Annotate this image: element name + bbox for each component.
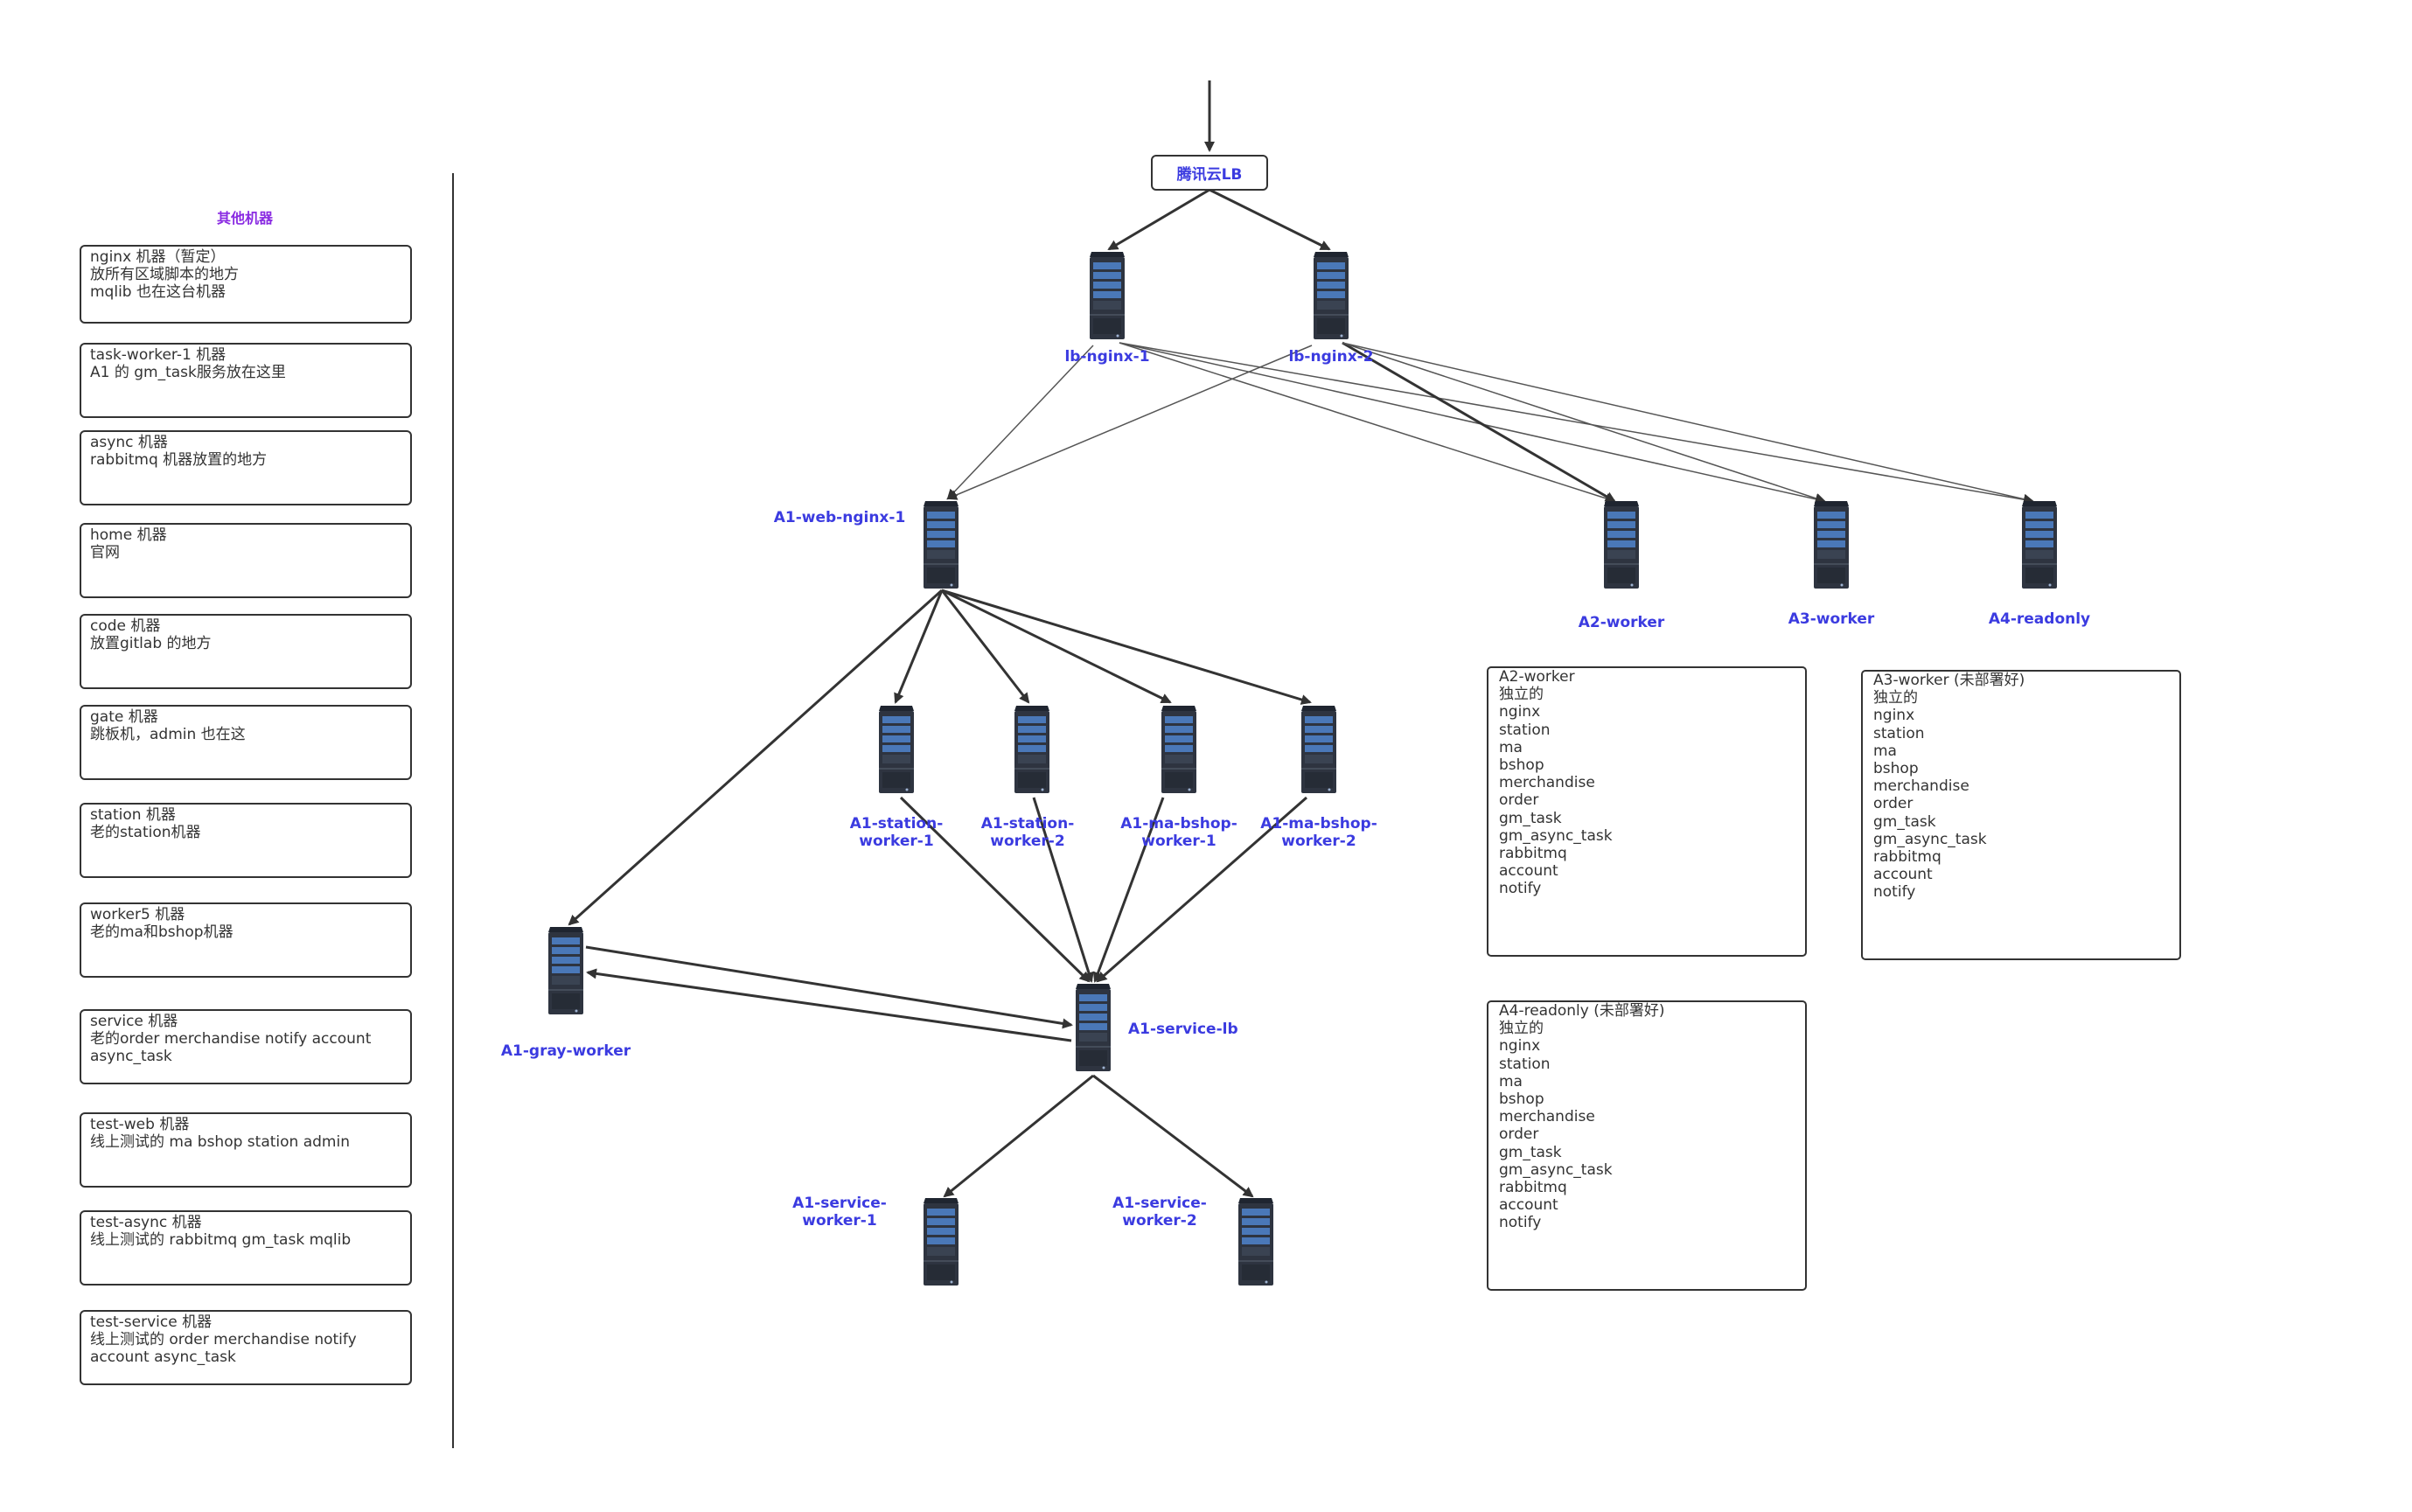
label-a1-service-worker-2: A1-service- worker-2 — [1112, 1195, 1207, 1230]
label-lb-nginx-1: lb-nginx-1 — [1064, 348, 1150, 366]
server-icon-a1-service-lb[interactable] — [1074, 984, 1112, 1073]
server-icon-lb-nginx-2[interactable] — [1312, 252, 1350, 341]
label-a1-ma-bshop-worker-1: A1-ma-bshop- worker-1 — [1120, 815, 1237, 850]
label-lb-nginx-2: lb-nginx-2 — [1288, 348, 1374, 366]
server-icon-a1-station-worker-1[interactable] — [877, 706, 916, 795]
note-station-machine[interactable]: station 机器 老的station机器 — [80, 803, 412, 878]
note-home-machine[interactable]: home 机器 官网 — [80, 523, 412, 598]
link-nginx1-a3 — [1119, 342, 1826, 505]
note-code-machine[interactable]: code 机器 放置gitlab 的地方 — [80, 614, 412, 689]
note-task-worker-1-machine[interactable]: task-worker-1 机器 A1 的 gm_task服务放在这里 — [80, 343, 412, 418]
panel-divider — [452, 173, 454, 1448]
link-web-gray — [568, 589, 944, 926]
link-svc-gray — [586, 968, 1072, 1042]
side-panel-title: 其他机器 — [216, 210, 273, 226]
link-station2-svc — [1032, 797, 1094, 983]
server-icon-a1-gray-worker[interactable] — [547, 927, 585, 1016]
link-lb-to-nginx2 — [1209, 188, 1331, 251]
server-icon-a1-ma-bshop-worker-1[interactable] — [1160, 706, 1198, 795]
tencent-cloud-lb[interactable]: 腾讯云LB — [1151, 155, 1268, 191]
label-a2-worker: A2-worker — [1578, 614, 1665, 631]
link-lb-to-nginx1 — [1107, 188, 1210, 251]
server-icon-a1-service-worker-1[interactable] — [922, 1198, 960, 1287]
label-a1-station-worker-1: A1-station- worker-1 — [849, 815, 944, 850]
server-icon-a1-ma-bshop-worker-2[interactable] — [1300, 706, 1338, 795]
info-box-a3-worker: A3-worker (未部署好) 独立的 nginx station ma bs… — [1861, 670, 2181, 960]
label-a1-service-lb: A1-service-lb — [1128, 1021, 1238, 1038]
server-icon-a2-worker[interactable] — [1602, 501, 1641, 590]
note-test-web-machine[interactable]: test-web 机器 线上测试的 ma bshop station admin — [80, 1112, 412, 1188]
link-nginx2-a2 — [1342, 341, 1616, 503]
link-web-station2 — [940, 589, 1030, 704]
label-a4-readonly: A4-readonly — [1988, 610, 2091, 628]
label-a1-web-nginx-1: A1-web-nginx-1 — [773, 509, 906, 526]
link-mabshop1-svc — [1092, 797, 1165, 983]
server-icon-a1-service-worker-2[interactable] — [1237, 1198, 1275, 1287]
link-nginx1-a4 — [1119, 342, 2034, 505]
server-icon-a1-web-nginx-1[interactable] — [922, 501, 960, 590]
note-test-service-machine[interactable]: test-service 机器 线上测试的 order merchandise … — [80, 1310, 412, 1385]
info-box-a4-readonly: A4-readonly (未部署好) 独立的 nginx station ma … — [1487, 1000, 1807, 1291]
note-test-async-machine[interactable]: test-async 机器 线上测试的 rabbitmq gm_task mql… — [80, 1210, 412, 1286]
link-nginx2-web — [946, 345, 1313, 500]
link-web-mabshop2 — [941, 589, 1312, 705]
link-gray-svc — [585, 945, 1073, 1029]
link-svc-worker2 — [1092, 1074, 1254, 1198]
note-service-machine[interactable]: service 机器 老的order merchandise notify ac… — [80, 1009, 412, 1084]
label-a1-service-worker-1: A1-service- worker-1 — [792, 1195, 887, 1230]
link-nginx1-web — [946, 345, 1094, 500]
link-nginx1-a2 — [1119, 342, 1616, 504]
link-nginx2-a4 — [1342, 342, 2034, 505]
label-a1-ma-bshop-worker-2: A1-ma-bshop- worker-2 — [1260, 815, 1377, 850]
link-nginx2-a3 — [1342, 342, 1826, 504]
link-mabshop2-svc — [1096, 796, 1307, 983]
label-a1-station-worker-2: A1-station- worker-2 — [980, 815, 1075, 850]
link-web-station1 — [894, 589, 944, 704]
server-icon-a1-station-worker-2[interactable] — [1013, 706, 1051, 795]
label-a1-gray-worker: A1-gray-worker — [500, 1042, 631, 1060]
label-a3-worker: A3-worker — [1788, 610, 1875, 628]
link-station1-svc — [899, 796, 1091, 983]
server-icon-a3-worker[interactable] — [1812, 501, 1851, 590]
note-async-machine[interactable]: async 机器 rabbitmq 机器放置的地方 — [80, 430, 412, 505]
link-svc-worker1 — [943, 1074, 1094, 1198]
note-worker5-machine[interactable]: worker5 机器 老的ma和bshop机器 — [80, 902, 412, 978]
note-gate-machine[interactable]: gate 机器 跳板机，admin 也在这 — [80, 705, 412, 780]
server-icon-a4-readonly[interactable] — [2020, 501, 2059, 590]
info-box-a2-worker: A2-worker 独立的 nginx station ma bshop mer… — [1487, 666, 1807, 957]
server-icon-lb-nginx-1[interactable] — [1088, 252, 1126, 341]
link-web-mabshop1 — [941, 589, 1172, 704]
note-nginx-machine[interactable]: nginx 机器（暂定） 放所有区域脚本的地方 mqlib 也在这台机器 — [80, 245, 412, 324]
